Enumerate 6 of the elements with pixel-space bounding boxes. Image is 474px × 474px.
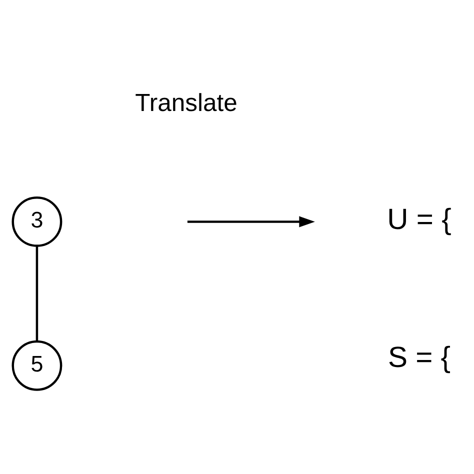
label: Translate — [135, 90, 238, 118]
label: S = { — [388, 342, 451, 374]
label: U = { — [387, 204, 452, 236]
connector — [36, 246, 38, 342]
node-circle: 3 — [12, 196, 62, 247]
node-circle: 5 — [12, 340, 62, 391]
